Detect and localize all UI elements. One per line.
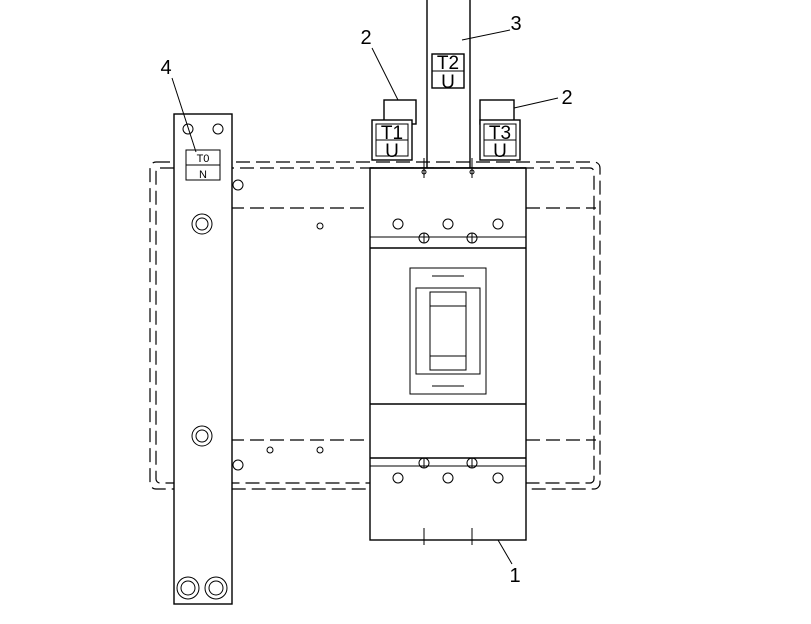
leader-1: [497, 539, 513, 565]
neutral-label-top: T0: [197, 153, 210, 165]
terminal-t3-bottom: U: [493, 141, 507, 162]
neutral-label-bottom: N: [199, 169, 207, 181]
circuit-breaker: [369, 158, 527, 545]
leader-3: [461, 29, 511, 41]
leader-2-right: [513, 97, 559, 109]
leader-4: [171, 77, 197, 153]
terminal-t3-top: T3: [489, 123, 511, 144]
callout-3: 3: [510, 13, 521, 35]
busbar: T2 U: [426, 0, 471, 168]
callout-4: 4: [160, 57, 171, 79]
terminal-t1-top: T1: [381, 123, 403, 144]
callout-2-left: 2: [360, 27, 371, 49]
terminal-t1-bottom: U: [385, 141, 399, 162]
neutral-terminal-bar: T0 N: [173, 113, 244, 605]
callout-2-right: 2: [561, 87, 572, 109]
terminal-box-left: T1 U: [371, 99, 417, 162]
leader-2-left: [371, 47, 399, 101]
terminal-box-right: T3 U: [479, 99, 521, 162]
callout-1: 1: [509, 565, 520, 587]
terminal-t2-bottom: U: [441, 72, 455, 93]
terminal-t2-top: T2: [437, 53, 459, 74]
callouts: 2 3 2 4 1: [160, 13, 572, 587]
